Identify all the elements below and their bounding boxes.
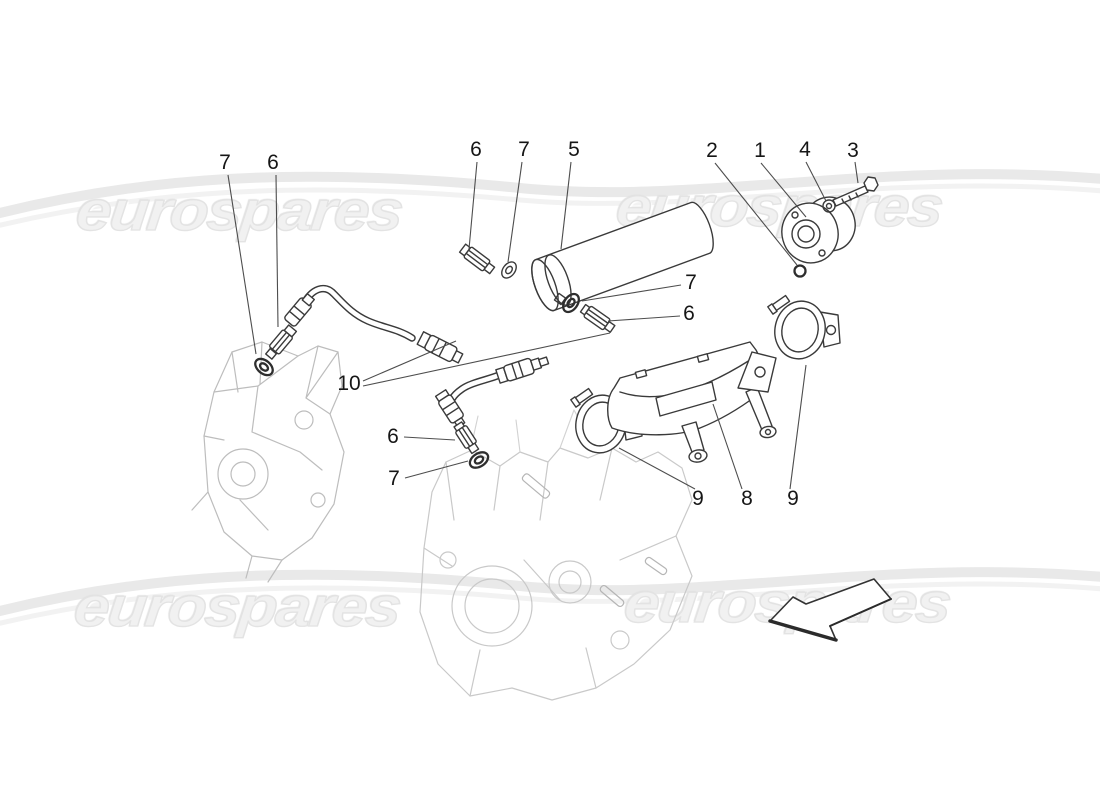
callout-9-clamp-left: 9 (692, 487, 704, 510)
swoosh-bottom (0, 567, 1100, 617)
hose-a-right-crimp (416, 331, 464, 364)
hose-b-part-10 (434, 356, 550, 428)
engine-block-bottom-ghost (419, 409, 693, 701)
fitting-6-cylinder-bottom (579, 303, 616, 333)
oring-part-2 (793, 264, 807, 278)
callout-7-mid-right: 7 (685, 271, 697, 294)
swoosh-bottom-inner (0, 581, 1100, 626)
washer-7-lower (468, 451, 490, 469)
callout-labels: 7 6 6 7 5 2 1 4 3 7 6 10 6 7 9 8 9 (219, 138, 859, 510)
hose-a-part-10 (284, 284, 464, 364)
clamp-9-right (767, 294, 841, 360)
callout-7-top-left: 7 (219, 151, 231, 174)
washer-7-cylinder-left (501, 261, 517, 279)
callout-10-hoses: 10 (337, 372, 360, 395)
callout-6-lower-left: 6 (387, 425, 399, 448)
hose-a-left-crimp (284, 293, 316, 327)
tensioner-pulley-part-1 (781, 196, 856, 264)
callout-9-clamp-right: 9 (787, 487, 799, 510)
callout-leader-lines (227, 161, 859, 490)
callout-6-top-mid: 6 (470, 138, 482, 161)
direction-arrow (768, 578, 892, 642)
callout-7-top-mid: 7 (518, 138, 530, 161)
callout-7-lower-left: 7 (388, 467, 400, 490)
engine-block-left-ghost (191, 341, 345, 583)
callout-6-top-left: 6 (267, 151, 279, 174)
fitting-6-cylinder-left (458, 243, 496, 275)
hose-b-right-crimp (495, 356, 550, 384)
callout-4-washer: 4 (799, 138, 811, 161)
swoosh-top (0, 169, 1100, 219)
callout-2-oring: 2 (706, 139, 718, 162)
swoosh-top-inner (0, 183, 1100, 228)
washer-7-far-left (254, 357, 274, 377)
callout-1-pulley: 1 (754, 139, 766, 162)
bolt-part-3 (832, 176, 879, 207)
callout-6-mid-right: 6 (683, 302, 695, 325)
washer-7-cylinder-bottom (562, 292, 580, 314)
callout-3-bolt: 3 (847, 139, 859, 162)
callout-8-bracket: 8 (741, 487, 753, 510)
washer-part-4 (822, 199, 836, 213)
reservoir-cylinder-part-5 (531, 201, 714, 312)
fitting-6-lower (453, 421, 480, 455)
callout-5-cylinder: 5 (568, 138, 580, 161)
fitting-6-far-left (265, 324, 298, 360)
bracket-part-8 (607, 341, 777, 463)
